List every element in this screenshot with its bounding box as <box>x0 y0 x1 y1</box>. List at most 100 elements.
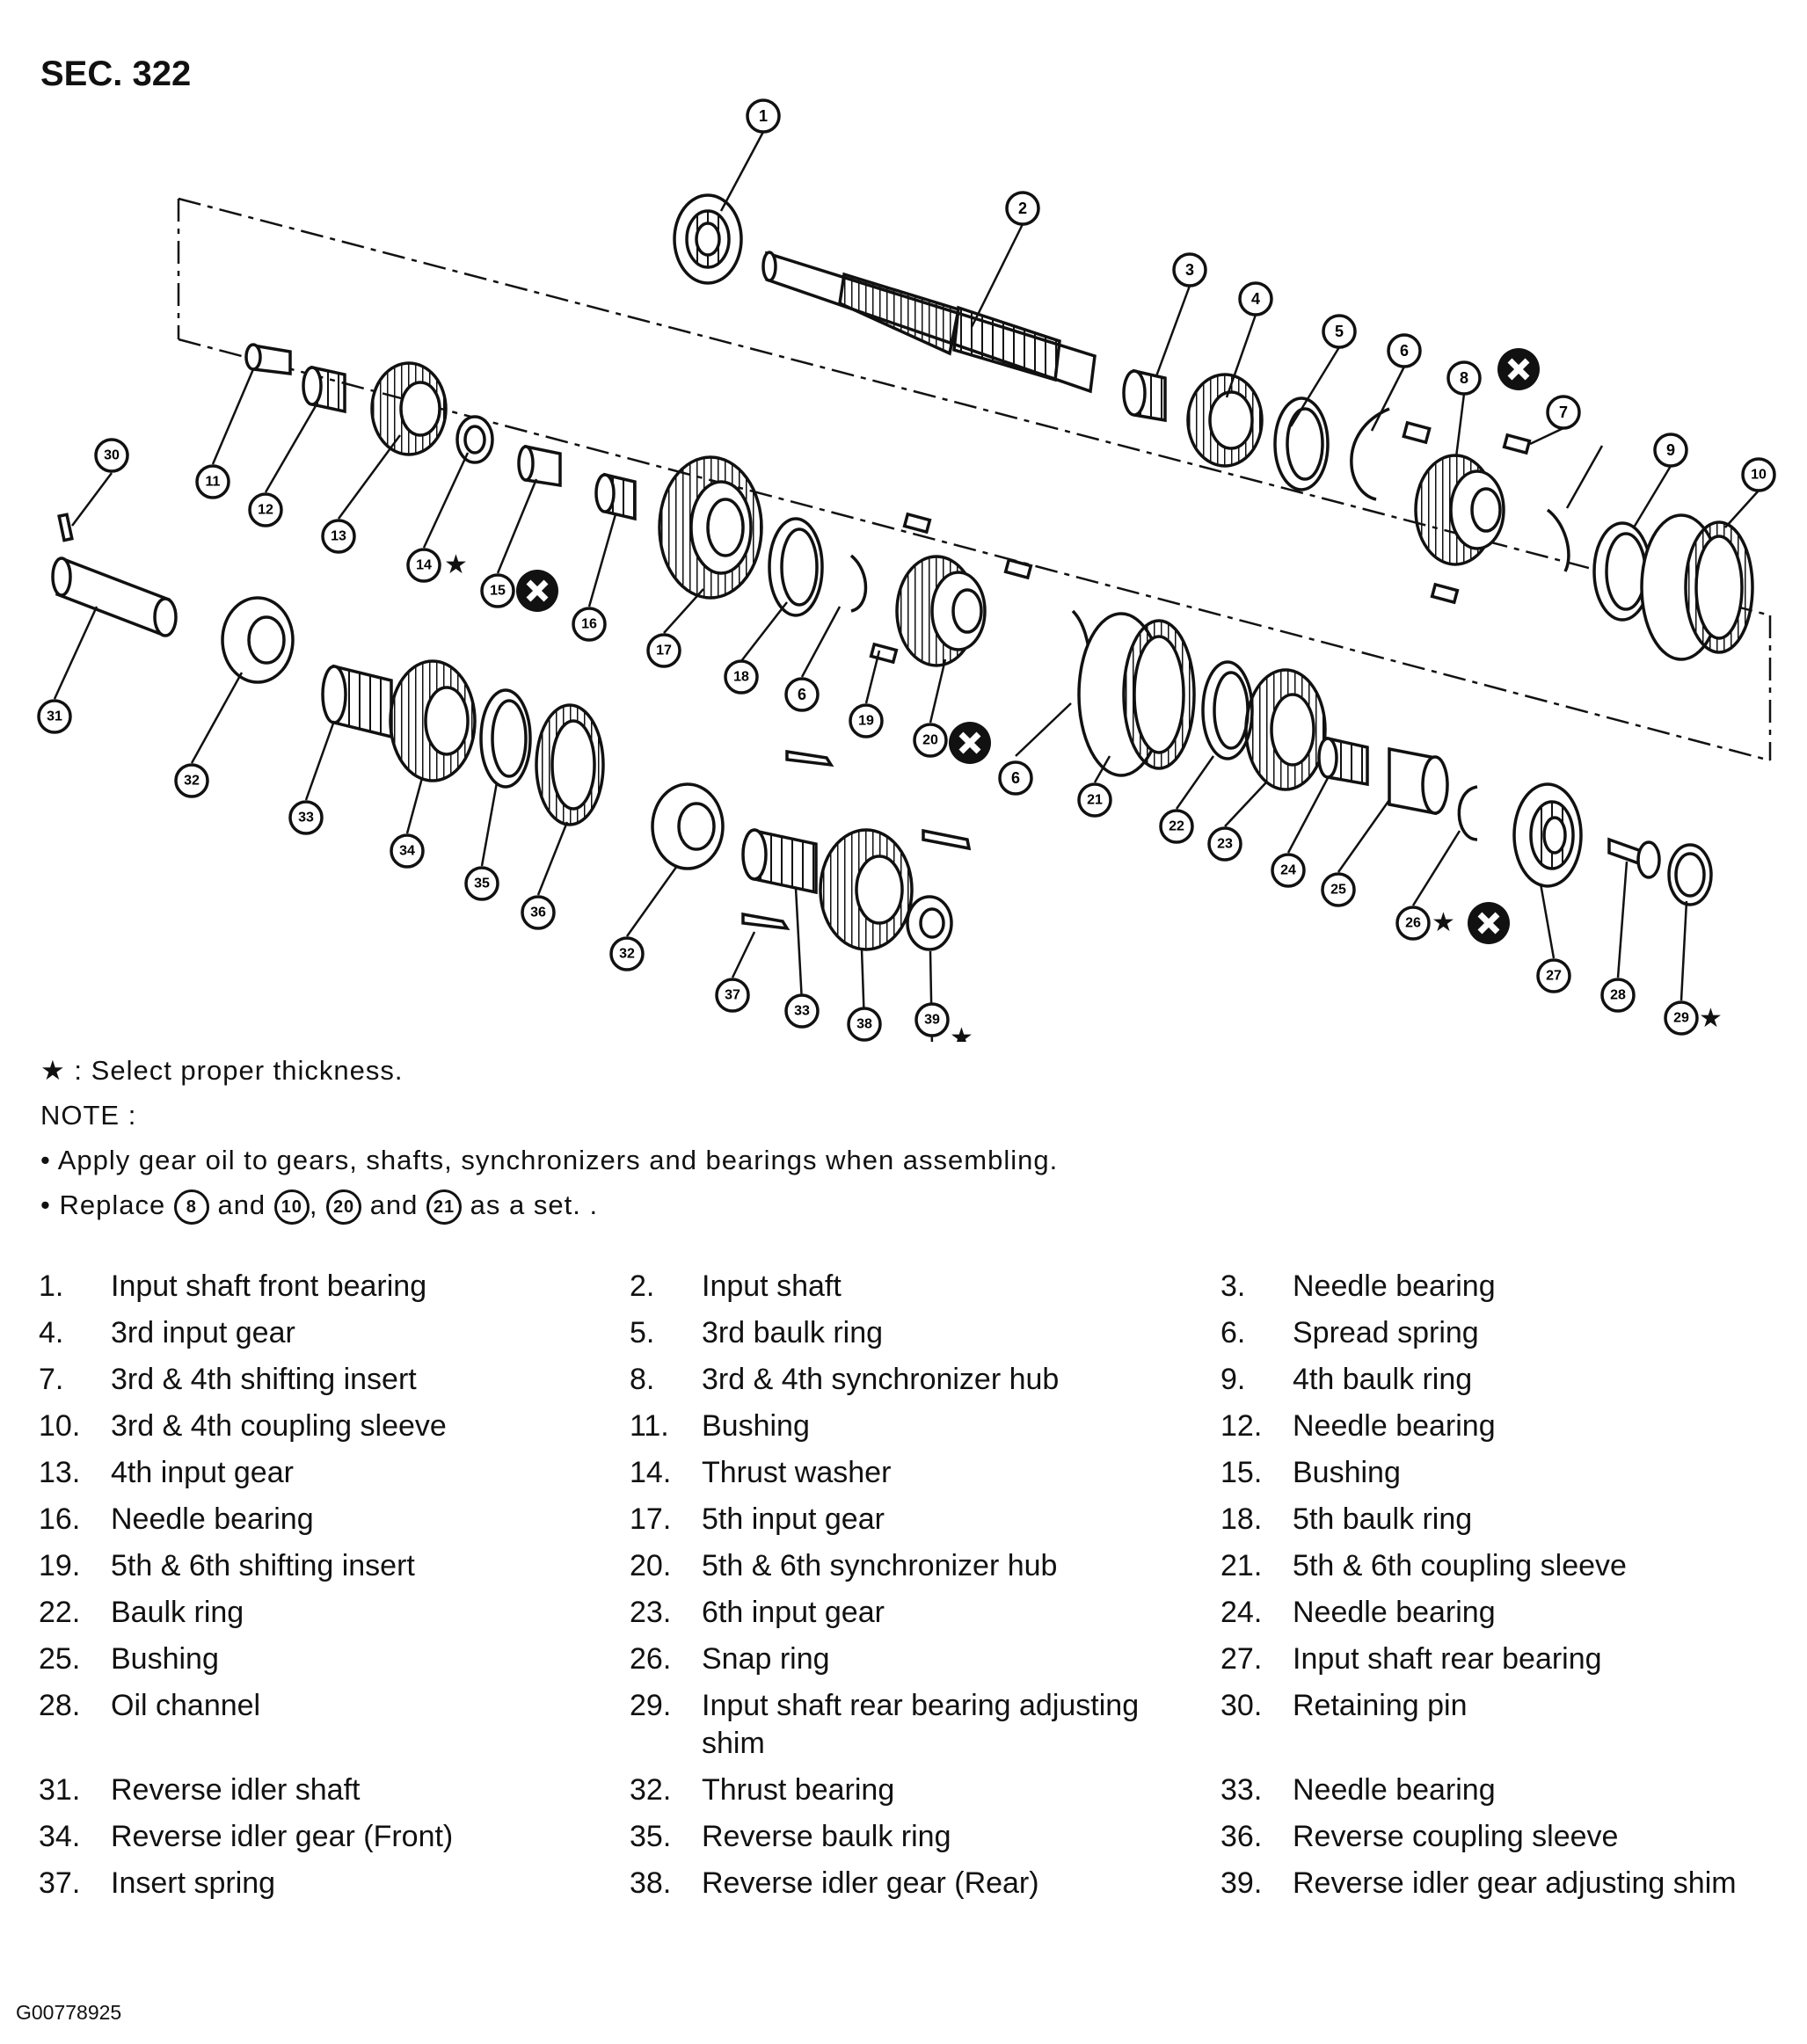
legend-item: 32.Thrust bearing <box>630 1773 895 1807</box>
callout-inline: 20 <box>326 1189 362 1225</box>
svg-text:37: 37 <box>725 988 740 1003</box>
note-bullet: • Apply gear oil to gears, shafts, synch… <box>40 1145 1059 1175</box>
part-7-insert <box>1402 420 1432 445</box>
svg-text:23: 23 <box>1217 837 1233 852</box>
part-39-shim <box>906 895 953 951</box>
svg-text:8: 8 <box>1460 369 1468 387</box>
part-7-insert <box>1430 582 1460 605</box>
part-37-insert-spring <box>922 828 972 851</box>
figure-code: G00778925 <box>16 2001 122 2024</box>
leader-lines <box>53 131 1760 1042</box>
svg-text:2: 2 <box>1018 200 1027 217</box>
part-6-spring <box>1546 508 1570 572</box>
legend-item: 8.3rd & 4th synchronizer hub <box>630 1363 1060 1396</box>
part-27-bearing <box>1512 782 1583 888</box>
svg-text:34: 34 <box>399 844 415 859</box>
svg-text:1: 1 <box>759 107 768 125</box>
legend-item: 25.Bushing <box>39 1642 219 1676</box>
legend-item: 29.Input shaft rear bearing adjusting sh… <box>630 1689 1140 1760</box>
svg-text:5: 5 <box>1335 323 1344 340</box>
legend-item: 35.Reverse baulk ring <box>630 1820 951 1853</box>
part-32-thrust-bearing <box>651 782 725 870</box>
part-21-sleeve <box>1077 612 1196 777</box>
svg-text:31: 31 <box>47 709 62 724</box>
callout: 30 <box>94 438 129 473</box>
callout: 17 <box>646 633 681 668</box>
callout: 27 <box>1536 958 1571 993</box>
part-35-baulk-ring <box>479 688 532 789</box>
part-20-sync-hub <box>895 555 987 667</box>
callout: 9 <box>1653 433 1688 468</box>
svg-text:38: 38 <box>856 1017 872 1032</box>
legend-item: 10.3rd & 4th coupling sleeve <box>39 1409 447 1443</box>
star-mark: ★ <box>444 550 468 579</box>
callout: 22 <box>1159 809 1194 844</box>
legend-item: 34.Reverse idler gear (Front) <box>39 1820 454 1853</box>
parts <box>51 193 1754 951</box>
legend-item: 36.Reverse coupling sleeve <box>1220 1820 1619 1853</box>
svg-text:35: 35 <box>474 877 490 891</box>
legend-item: 13.4th input gear <box>39 1456 294 1489</box>
callout: 34 <box>390 833 425 869</box>
svg-text:27: 27 <box>1546 969 1562 984</box>
part-13-gear <box>370 361 448 456</box>
part-25-bushing <box>1388 746 1449 816</box>
svg-text:12: 12 <box>258 503 273 518</box>
callout: 6 <box>1387 333 1422 368</box>
legend-item: 37.Insert spring <box>39 1866 276 1900</box>
part-11-bushing <box>244 343 292 375</box>
svg-text:15: 15 <box>490 584 506 599</box>
legend-item: 4.3rd input gear <box>39 1316 295 1349</box>
legend-item: 30.Retaining pin <box>1220 1689 1468 1722</box>
callout-inline: 8 <box>173 1189 209 1225</box>
legend-item: 2.Input shaft <box>630 1269 842 1303</box>
legend-item: 14.Thrust washer <box>630 1456 892 1489</box>
svg-text:26: 26 <box>1405 916 1421 931</box>
callout-inline: 10 <box>273 1189 310 1225</box>
svg-text:20: 20 <box>922 733 938 748</box>
callout: 6 <box>784 677 820 712</box>
legend-item: 33.Needle bearing <box>1220 1773 1496 1807</box>
replace-symbols <box>516 348 1540 944</box>
callout: 26 <box>1395 906 1431 941</box>
callout: 33 <box>784 993 820 1029</box>
svg-text:18: 18 <box>733 670 749 685</box>
callout: 16 <box>572 607 607 642</box>
part-38-idler-gear <box>819 828 914 951</box>
part-23-gear <box>1244 668 1327 791</box>
svg-text:33: 33 <box>298 811 314 826</box>
svg-text:4: 4 <box>1251 290 1260 308</box>
svg-text:32: 32 <box>184 774 200 789</box>
part-32-thrust-bearing <box>221 596 295 684</box>
svg-text:36: 36 <box>530 906 546 920</box>
callout-inline: 21 <box>426 1189 463 1225</box>
part-36-sleeve <box>535 703 605 826</box>
replace-x-icon <box>949 722 991 764</box>
callout: 1 <box>746 98 781 134</box>
legend-item: 12.Needle bearing <box>1220 1409 1496 1443</box>
part-31-idler-shaft <box>51 556 178 637</box>
legend-item: 27.Input shaft rear bearing <box>1220 1642 1602 1676</box>
callout: 13 <box>321 519 356 554</box>
part-10-sleeve <box>1640 513 1754 661</box>
part-28-oil-channel <box>1607 837 1661 879</box>
svg-text:3: 3 <box>1185 261 1194 279</box>
legend-item: 6.Spread spring <box>1220 1316 1479 1349</box>
legend-item: 23.6th input gear <box>630 1596 885 1629</box>
callouts: 1 2 3 4 5 6 7 8 9 10 11 12 13 14 15 16 1… <box>37 98 1776 1042</box>
callout: 19 <box>849 703 884 738</box>
svg-text:39: 39 <box>924 1013 940 1028</box>
svg-text:22: 22 <box>1169 819 1184 834</box>
part-2-input-shaft <box>761 251 1097 394</box>
callout: 5 <box>1322 314 1357 349</box>
note-bullet-replace: • Replace 8 and 10, 20 and 21 as a set. … <box>40 1182 1058 1227</box>
replace-x-icon <box>516 570 558 612</box>
svg-text:7: 7 <box>1559 404 1568 421</box>
callout: 8 <box>1446 360 1482 396</box>
svg-text:32: 32 <box>619 947 635 962</box>
star-mark: ★ <box>950 1023 973 1042</box>
svg-text:24: 24 <box>1280 863 1296 878</box>
callout: 7 <box>1546 395 1581 430</box>
part-33-needle-bearing <box>321 664 393 739</box>
legend-item: 24.Needle bearing <box>1220 1596 1496 1629</box>
